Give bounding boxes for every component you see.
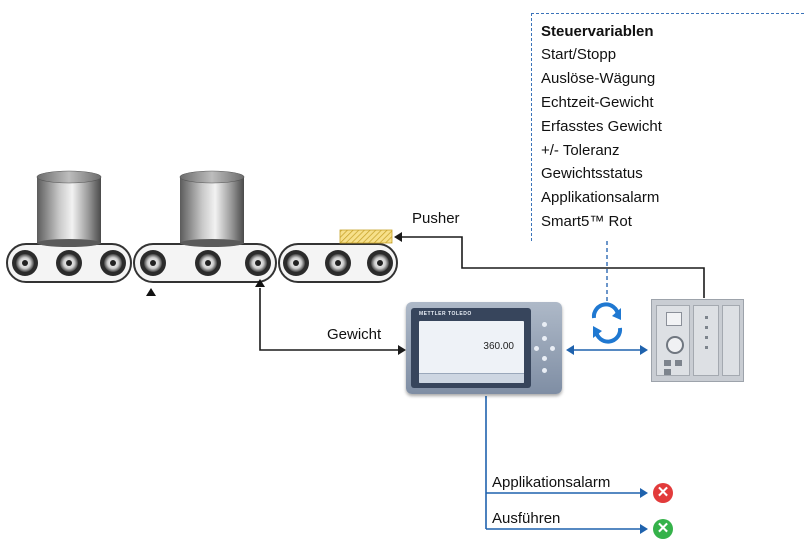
plc-led bbox=[705, 346, 708, 349]
variable-item: Gewichtsstatus bbox=[541, 165, 643, 183]
pusher-label: Pusher bbox=[412, 210, 460, 227]
terminal-weight-value: 360.00 bbox=[483, 341, 514, 352]
terminal-brand: METTLER TOLEDO bbox=[419, 311, 472, 317]
weight-signal-arrow bbox=[259, 288, 406, 355]
terminal-softkey-bar bbox=[419, 373, 524, 383]
conveyor-weigh bbox=[133, 243, 277, 283]
terminal-display: 360.00 bbox=[419, 321, 524, 383]
variable-item: +/- Toleranz bbox=[541, 141, 620, 159]
control-variables-list: Steuervariablen Start/Stopp Auslöse-Wägu… bbox=[541, 20, 662, 234]
plc-button bbox=[664, 360, 671, 366]
terminal-bezel: METTLER TOLEDO 360.00 bbox=[411, 308, 531, 388]
variable-item: Echtzeit-Gewicht bbox=[541, 93, 654, 111]
variable-item: Start/Stopp bbox=[541, 46, 617, 63]
execute-label: Ausführen bbox=[492, 510, 561, 527]
alarm-arrowhead bbox=[640, 488, 648, 498]
roller bbox=[12, 250, 38, 276]
product-cylinder-weighed bbox=[179, 170, 245, 247]
execute-arrowhead bbox=[640, 524, 648, 534]
variable-item: Applikationsalarm bbox=[541, 189, 660, 207]
terminal-keypad bbox=[533, 316, 557, 376]
terminal-key bbox=[542, 368, 547, 373]
terminal-key bbox=[542, 322, 547, 327]
pusher-control-arrow bbox=[394, 232, 705, 298]
conveyor-outfeed bbox=[278, 243, 398, 283]
plc-io-module bbox=[693, 305, 719, 376]
control-variables-title: Steuervariablen bbox=[541, 23, 654, 40]
error-x-icon: ✕ bbox=[653, 483, 673, 503]
product-cylinder bbox=[36, 170, 102, 247]
pusher-plate bbox=[339, 229, 393, 244]
plc-display bbox=[666, 312, 682, 326]
plc-button bbox=[664, 369, 671, 375]
roller bbox=[245, 250, 271, 276]
plc-controller bbox=[651, 299, 744, 382]
terminal-key bbox=[534, 346, 539, 351]
terminal-key bbox=[550, 346, 555, 351]
ok-x-icon: ✕ bbox=[653, 519, 673, 539]
variable-item: Erfasstes Gewicht bbox=[541, 117, 662, 135]
alarm-label: Applikationsalarm bbox=[492, 474, 611, 491]
plc-led bbox=[705, 336, 708, 339]
fieldbus-arrow bbox=[566, 345, 648, 355]
terminal-key bbox=[542, 336, 547, 341]
plc-cpu-module bbox=[656, 305, 690, 376]
roller bbox=[195, 250, 221, 276]
roller bbox=[100, 250, 126, 276]
roller bbox=[367, 250, 393, 276]
load-cell-marker bbox=[146, 288, 156, 296]
terminal-key bbox=[542, 356, 547, 361]
control-variables-box bbox=[531, 13, 804, 241]
load-cell-arrowhead bbox=[255, 279, 265, 287]
weighing-terminal: METTLER TOLEDO 360.00 bbox=[406, 302, 562, 394]
plc-led bbox=[705, 326, 708, 329]
roller bbox=[140, 250, 166, 276]
variable-item: Auslöse-Wägung bbox=[541, 69, 656, 87]
plc-dial bbox=[666, 336, 684, 354]
sync-icon bbox=[591, 302, 623, 344]
plc-button bbox=[675, 360, 682, 366]
output-lines bbox=[485, 396, 640, 530]
roller bbox=[325, 250, 351, 276]
roller bbox=[283, 250, 309, 276]
plc-led bbox=[705, 316, 708, 319]
plc-io-module bbox=[722, 305, 740, 376]
weight-label: Gewicht bbox=[327, 326, 382, 343]
variable-item: Smart5™ Rot bbox=[541, 213, 632, 231]
roller bbox=[56, 250, 82, 276]
conveyor-infeed bbox=[6, 243, 132, 283]
